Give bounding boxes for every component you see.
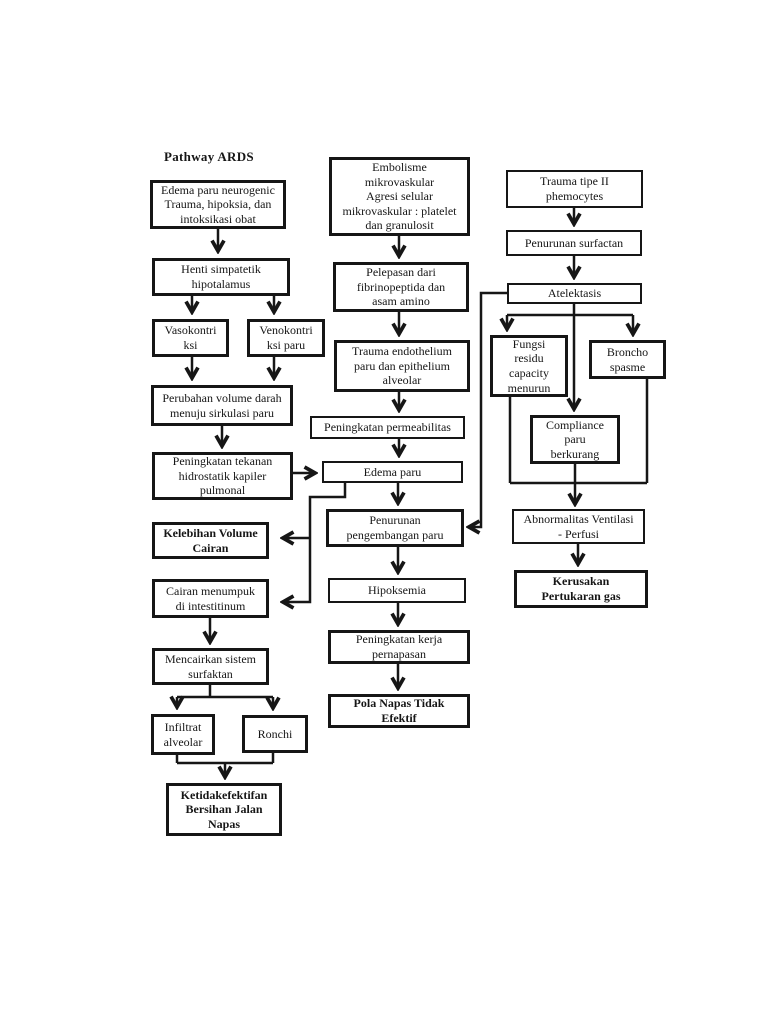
node-fungsi-residu: Fungsi residu capacity menurun bbox=[490, 335, 568, 397]
node-infiltrat-alveolar: Infiltrat alveolar bbox=[151, 714, 215, 755]
arrow-atelektasis-to-penurunan bbox=[469, 291, 507, 527]
node-vasokontriksi: Vasokontri ksi bbox=[152, 319, 229, 357]
node-embolisme-mikrovaskular: Embolisme mikrovaskular Agresi selular m… bbox=[329, 157, 470, 236]
node-ronchi: Ronchi bbox=[242, 715, 308, 753]
node-broncho-spasme: Broncho spasme bbox=[589, 340, 666, 379]
node-mencairkan-sistem: Mencairkan sistem surfaktan bbox=[152, 648, 269, 685]
node-edema-paru: Edema paru bbox=[322, 461, 463, 483]
node-peningkatan-permeabilitas: Peningkatan permeabilitas bbox=[310, 416, 465, 439]
node-compliance-paru: Compliance paru berkurang bbox=[530, 415, 620, 464]
node-hipoksemia: Hipoksemia bbox=[328, 578, 466, 603]
node-cairan-menumpuk: Cairan menumpuk di intestitinum bbox=[152, 579, 269, 618]
node-kerusakan-pertukaran-gas: Kerusakan Pertukaran gas bbox=[514, 570, 648, 608]
node-ketidakefektifan-bersihan: Ketidakefektifan Bersihan Jalan Napas bbox=[166, 783, 282, 836]
node-peningkatan-tekanan: Peningkatan tekanan hidrostatik kapiler … bbox=[152, 452, 293, 500]
node-venokontriksi: Venokontri ksi paru bbox=[247, 319, 325, 357]
node-trauma-tipe-ii: Trauma tipe II phemocytes bbox=[506, 170, 643, 208]
node-penurunan-surfactan: Penurunan surfactan bbox=[506, 230, 642, 256]
node-kelebihan-volume-cairan: Kelebihan Volume Cairan bbox=[152, 522, 269, 559]
node-atelektasis: Atelektasis bbox=[507, 283, 642, 304]
node-pelepasan-fibrinopeptida: Pelepasan dari fibrinopeptida dan asam a… bbox=[333, 262, 469, 312]
node-henti-simpatetik: Henti simpatetik hipotalamus bbox=[152, 258, 290, 296]
node-trauma-endothelium: Trauma endothelium paru dan epithelium a… bbox=[334, 340, 470, 392]
arrow-edema-paru-to-cairan bbox=[283, 483, 347, 602]
node-abnormalitas-ventilasi: Abnormalitas Ventilasi - Perfusi bbox=[512, 509, 645, 544]
page-title: Pathway ARDS bbox=[164, 149, 254, 164]
node-perubahan-volume: Perubahan volume darah menuju sirkulasi … bbox=[151, 385, 293, 426]
node-peningkatan-kerja: Peningkatan kerja pernapasan bbox=[328, 630, 470, 664]
node-pola-napas-tidak-efektif: Pola Napas Tidak Efektif bbox=[328, 694, 470, 728]
node-penurunan-pengembangan: Penurunan pengembangan paru bbox=[326, 509, 464, 547]
node-edema-paru-neurogenic: Edema paru neurogenic Trauma, hipoksia, … bbox=[150, 180, 286, 229]
